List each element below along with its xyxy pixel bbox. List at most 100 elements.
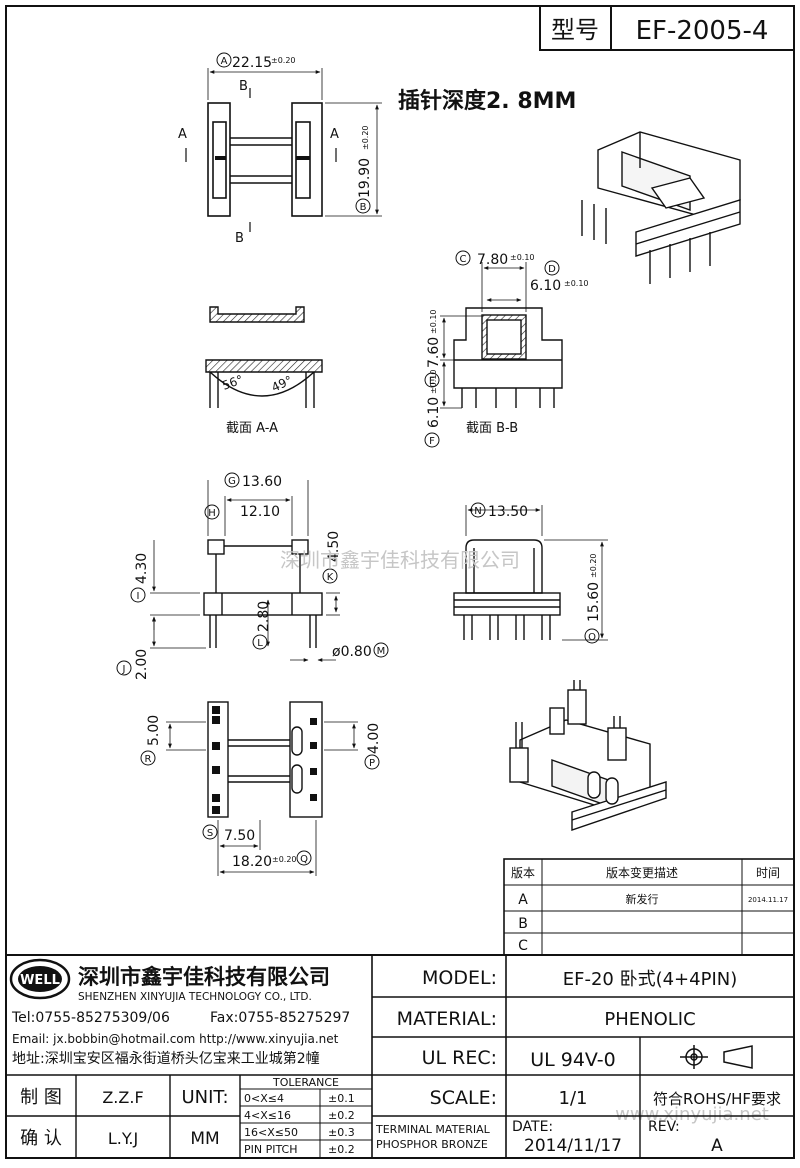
dim-e-tol: ±0.10 [429, 309, 438, 334]
tolerance-range: 0<X≤4 [244, 1092, 284, 1105]
draw-by: Z.Z.F [102, 1088, 143, 1107]
tolerance-value: ±0.2 [328, 1109, 355, 1122]
marker-d: D [548, 264, 556, 275]
revision-header-desc: 版本变更描述 [606, 865, 678, 880]
ul-label: UL REC: [422, 1047, 497, 1069]
logo-text: WELL [20, 973, 60, 988]
dim-b: 19.90 [357, 158, 373, 198]
marker-p: P [369, 758, 375, 769]
model-value: EF-20 卧式(4+4PIN) [563, 969, 738, 990]
pin-depth-note: 插针深度2. 8MM [398, 88, 576, 114]
dim-n: 13.50 [488, 504, 528, 520]
marker-c: C [460, 254, 467, 265]
rev-label: REV: [648, 1119, 680, 1135]
company-email: Email: jx.bobbin@hotmail.com http://www.… [12, 1032, 339, 1046]
tolerance-title: TOLERANCE [272, 1076, 339, 1089]
dim-o-tol: ±0.20 [589, 553, 598, 578]
revision-row-ver: A [518, 892, 528, 908]
marker-j: J [122, 664, 126, 675]
marker-l: L [257, 638, 263, 649]
dim-j: 2.00 [134, 649, 150, 680]
section-a-a [205, 306, 323, 408]
marker-k: K [327, 572, 334, 583]
revision-table [503, 858, 795, 956]
isometric-view-top [581, 131, 741, 284]
marker-e: E [429, 376, 435, 387]
date-value: 2014/11/17 [524, 1136, 622, 1156]
company-tel: Tel:0755-85275309/06 [11, 1010, 170, 1026]
company-fax: Fax:0755-85275297 [210, 1010, 350, 1026]
marker-r: R [145, 754, 152, 765]
unit-label: UNIT: [181, 1087, 228, 1108]
marker-b: B [360, 202, 367, 213]
marker-i: I [137, 591, 140, 602]
marker-m: M [377, 646, 386, 657]
tolerance-value: ±0.3 [328, 1126, 355, 1139]
front-view [453, 505, 608, 641]
terminal-material-value: PHOSPHOR BRONZE [376, 1138, 488, 1151]
revision-header-ver: 版本 [511, 866, 535, 880]
dim-b-tol: ±0.20 [361, 125, 370, 150]
marker-q: Q [300, 854, 308, 865]
section-b-label: 截面 B-B [466, 421, 518, 436]
dim-s: 7.50 [224, 828, 255, 844]
cut-label-a-left: A [178, 127, 187, 142]
dim-a: 22.15 [232, 55, 272, 71]
watermark-company: 深圳市鑫宇佳科技有限公司 [280, 548, 520, 572]
check-by: L.Y.J [108, 1129, 138, 1148]
model-label: 型号 [551, 16, 599, 44]
angle-49: 49° [269, 373, 294, 395]
side-view [150, 480, 340, 662]
tolerance-value: ±0.1 [328, 1092, 355, 1105]
dim-q-tol: ±0.20 [272, 855, 297, 864]
unit-value: MM [190, 1129, 219, 1149]
part-number: EF-2005-4 [636, 16, 769, 46]
tolerance-range: 4<X≤16 [244, 1109, 291, 1122]
dim-g: 13.60 [242, 474, 282, 490]
dim-c-tol: ±0.10 [510, 253, 535, 262]
angle-56: 56° [220, 372, 245, 392]
section-a-label: 截面 A-A [226, 421, 278, 436]
tolerance-range: 16<X≤50 [244, 1126, 298, 1139]
dim-i: 4.30 [134, 553, 150, 584]
company-name-cn: 深圳市鑫宇佳科技有限公司 [78, 965, 330, 989]
scale-value: 1/1 [559, 1088, 588, 1109]
revision-row-ver: B [518, 916, 528, 932]
section-b-b [440, 262, 563, 409]
model-label: MODEL: [422, 967, 497, 989]
company-logo: WELL [9, 958, 71, 1000]
dim-r: 5.00 [146, 715, 162, 746]
dim-a-tol: ±0.20 [271, 56, 296, 65]
dim-k: 4.50 [326, 531, 342, 562]
draw-label: 制 图 [20, 1087, 62, 1108]
company-address: 地址:深圳宝安区福永街道桥头亿宝来工业城第2幢 [12, 1050, 320, 1067]
isometric-view-bottom [509, 680, 667, 831]
projection-symbol-icon [680, 1045, 753, 1069]
part-number-box: 型号 EF-2005-4 [539, 5, 795, 51]
cut-label-b-bottom: B [235, 231, 244, 246]
ul-value: UL 94V-0 [530, 1049, 616, 1071]
marker-a: A [221, 56, 228, 67]
marker-g: G [228, 476, 236, 487]
dim-d: 6.10 [530, 278, 561, 294]
terminal-material-label: TERMINAL MATERIAL [375, 1123, 491, 1136]
revision-row-ver: C [518, 938, 528, 954]
title-block [5, 954, 795, 1159]
dim-p: 4.00 [366, 723, 382, 754]
marker-s: S [207, 828, 213, 839]
dim-e: 7.60 [426, 337, 442, 368]
cut-label-b-top: B [239, 79, 248, 94]
cut-label-a-right: A [330, 127, 339, 142]
tolerance-value: ±0.2 [328, 1143, 355, 1156]
rev-value: A [711, 1136, 723, 1156]
revision-row-desc: 新发行 [626, 892, 659, 906]
dim-o: 15.60 [586, 582, 602, 622]
check-label: 确 认 [20, 1128, 62, 1149]
date-label: DATE: [512, 1119, 553, 1135]
rohs-note: 符合ROHS/HF要求 [653, 1090, 781, 1108]
revision-header-date: 时间 [756, 866, 780, 880]
dim-d-tol: ±0.10 [564, 279, 589, 288]
marker-o: O [588, 632, 596, 643]
material-label: MATERIAL: [397, 1008, 497, 1030]
